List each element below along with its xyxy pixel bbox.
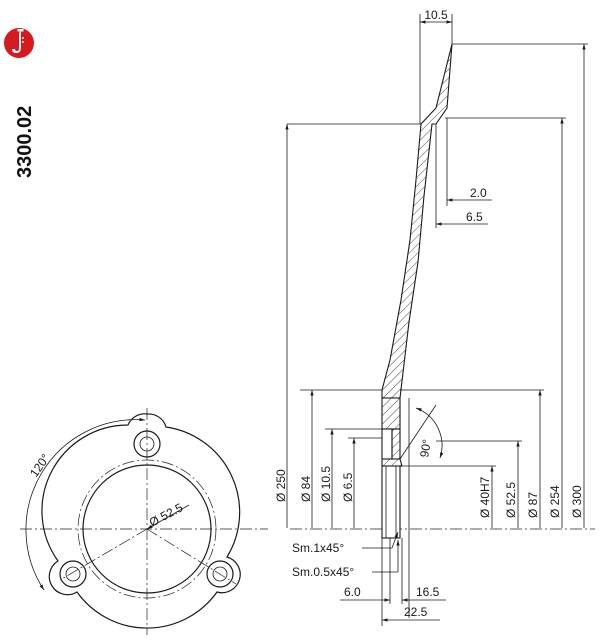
angle-90-label: 90° xyxy=(417,438,434,458)
section-body xyxy=(381,43,453,399)
saxophone-icon xyxy=(12,29,24,53)
angle-arc-90 xyxy=(415,407,444,459)
section-view: 10.5 2.0 6.5 Ø 250 Ø 84 Ø 10.5 Ø 6.5 Ø 4… xyxy=(274,8,595,626)
dia-10-5-label: Ø 10.5 xyxy=(319,466,333,502)
bolt-hole-right xyxy=(206,560,234,588)
front-view: 120° Ø 52.5 xyxy=(20,408,268,635)
hub-upper xyxy=(381,397,401,430)
dim-2-0-label: 2.0 xyxy=(470,186,487,200)
dim-22-5-label: 22.5 xyxy=(404,605,428,619)
radial-line-right xyxy=(146,528,237,585)
dim-6-0-label: 6.0 xyxy=(344,585,361,599)
radial-line-left xyxy=(59,528,148,581)
bolt-circle-label: Ø 52.5 xyxy=(147,500,186,529)
shaft xyxy=(381,465,401,539)
dia-300-label: Ø 300 xyxy=(570,485,584,518)
dim-10-5-top: 10.5 xyxy=(424,8,448,22)
dim-6-5-label: 6.5 xyxy=(466,210,483,224)
angle-arc xyxy=(25,417,146,591)
bolt-hole-left xyxy=(59,560,87,588)
bolt-circle-leader xyxy=(146,504,190,530)
product-code: 3300.02 xyxy=(14,106,36,178)
dia-6-5-label: Ø 6.5 xyxy=(341,472,355,502)
chamfer-leader-1b xyxy=(391,531,399,549)
dia-52-5-label: Ø 52.5 xyxy=(504,482,518,518)
dia-254-label: Ø 254 xyxy=(548,485,562,518)
dia-84-label: Ø 84 xyxy=(299,476,313,502)
brand-logo xyxy=(4,28,34,58)
dia-87-label: Ø 87 xyxy=(526,492,540,518)
hub-bore xyxy=(381,428,393,460)
hub-wall xyxy=(391,428,401,460)
dia-40h7-label: Ø 40H7 xyxy=(478,476,492,518)
dim-16-5-label: 16.5 xyxy=(416,585,440,599)
dia-250-label: Ø 250 xyxy=(274,469,288,502)
hub-lower xyxy=(381,458,403,467)
chamfer-1-label: Sm.1x45° xyxy=(292,541,344,555)
angle-label: 120° xyxy=(27,451,53,480)
chamfer-2-label: Sm.0.5x45° xyxy=(292,565,354,579)
